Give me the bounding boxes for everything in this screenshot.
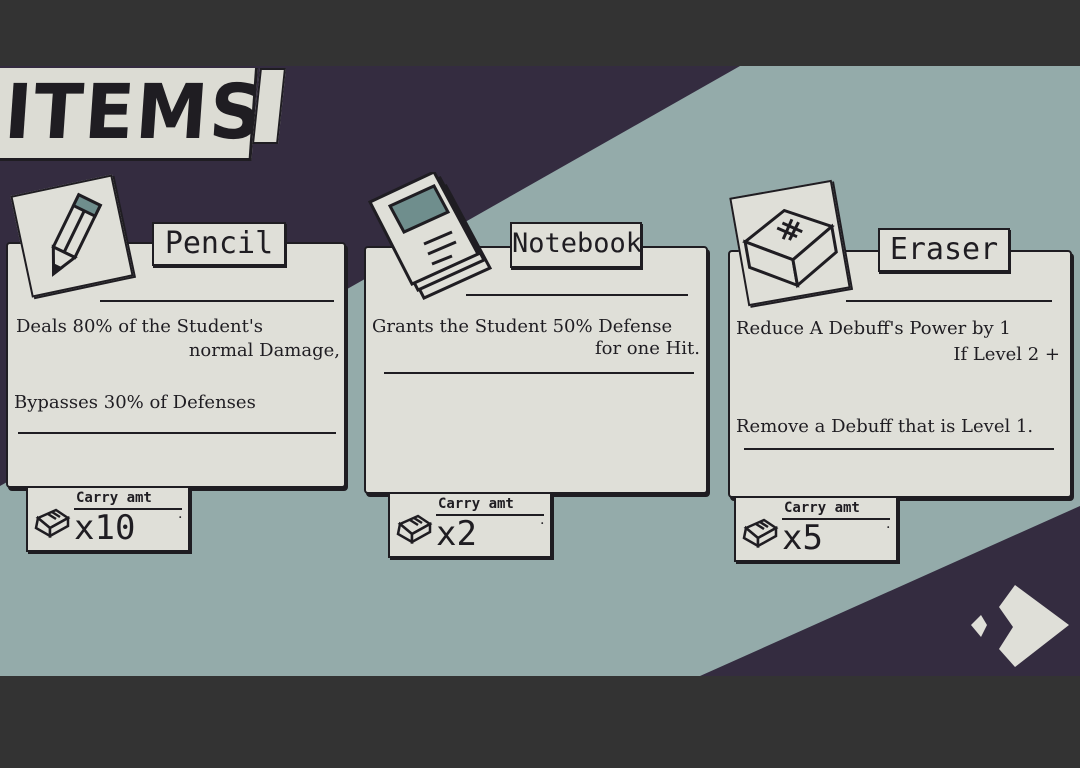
arrow-right-icon (971, 585, 1069, 667)
carry-underline (436, 514, 544, 516)
card-divider (384, 372, 694, 374)
carry-amount-box: Carry amt . x2 (388, 492, 552, 558)
item-icon-frame (729, 179, 851, 307)
eraser-mini-icon (742, 518, 779, 549)
background-dark-band-bottom (700, 506, 1080, 676)
notebook-icon (367, 170, 508, 302)
item-desc-line: If Level 2 + (953, 344, 1060, 365)
carry-label: Carry amt (784, 500, 860, 516)
item-desc-line: Reduce A Debuff's Power by 1 (736, 318, 1011, 339)
carry-underline (74, 508, 182, 510)
carry-dot: . (178, 506, 183, 522)
item-desc-line: Remove a Debuff that is Level 1. (736, 416, 1034, 437)
items-screen: ITEMS Deals 80% of the Student's normal … (0, 66, 1080, 676)
title-plate: ITEMS (0, 68, 267, 161)
item-name-tag: Notebook (510, 222, 642, 268)
card-divider (466, 294, 688, 296)
item-name-tag: Eraser (878, 228, 1010, 272)
pencil-icon (51, 192, 103, 277)
next-page-button[interactable] (965, 581, 1075, 671)
carry-underline (782, 518, 890, 520)
item-desc-line: for one Hit. (594, 338, 700, 359)
card-divider (744, 448, 1054, 450)
carry-amount: x2 (436, 514, 477, 554)
carry-label: Carry amt (438, 496, 514, 512)
card-divider (18, 432, 336, 434)
item-icon-frame (10, 174, 134, 298)
notebook-icon-art (367, 170, 493, 300)
carry-amount: x10 (74, 508, 136, 548)
eraser-icon (742, 208, 838, 289)
card-divider (100, 300, 334, 302)
eraser-mini-icon (396, 514, 433, 545)
carry-amount-box: Carry amt . x5 (734, 496, 898, 562)
carry-dot: . (540, 512, 545, 528)
item-desc-line: Deals 80% of the Student's (16, 316, 264, 337)
carry-amount-box: Carry amt . x10 (26, 486, 190, 552)
item-desc-line: Bypasses 30% of Defenses (14, 392, 256, 413)
item-desc-line: normal Damage, (188, 340, 340, 361)
eraser-mini-icon (34, 508, 71, 539)
item-desc-line: Grants the Student 50% Defense (372, 316, 673, 337)
carry-label: Carry amt (76, 490, 152, 506)
screen-title: ITEMS (1, 67, 267, 157)
card-divider (846, 300, 1052, 302)
carry-amount: x5 (782, 518, 823, 558)
item-name-tag: Pencil (152, 222, 286, 266)
carry-dot: . (886, 516, 891, 532)
item-card-pencil[interactable]: Deals 80% of the Student's normal Damage… (6, 242, 346, 488)
